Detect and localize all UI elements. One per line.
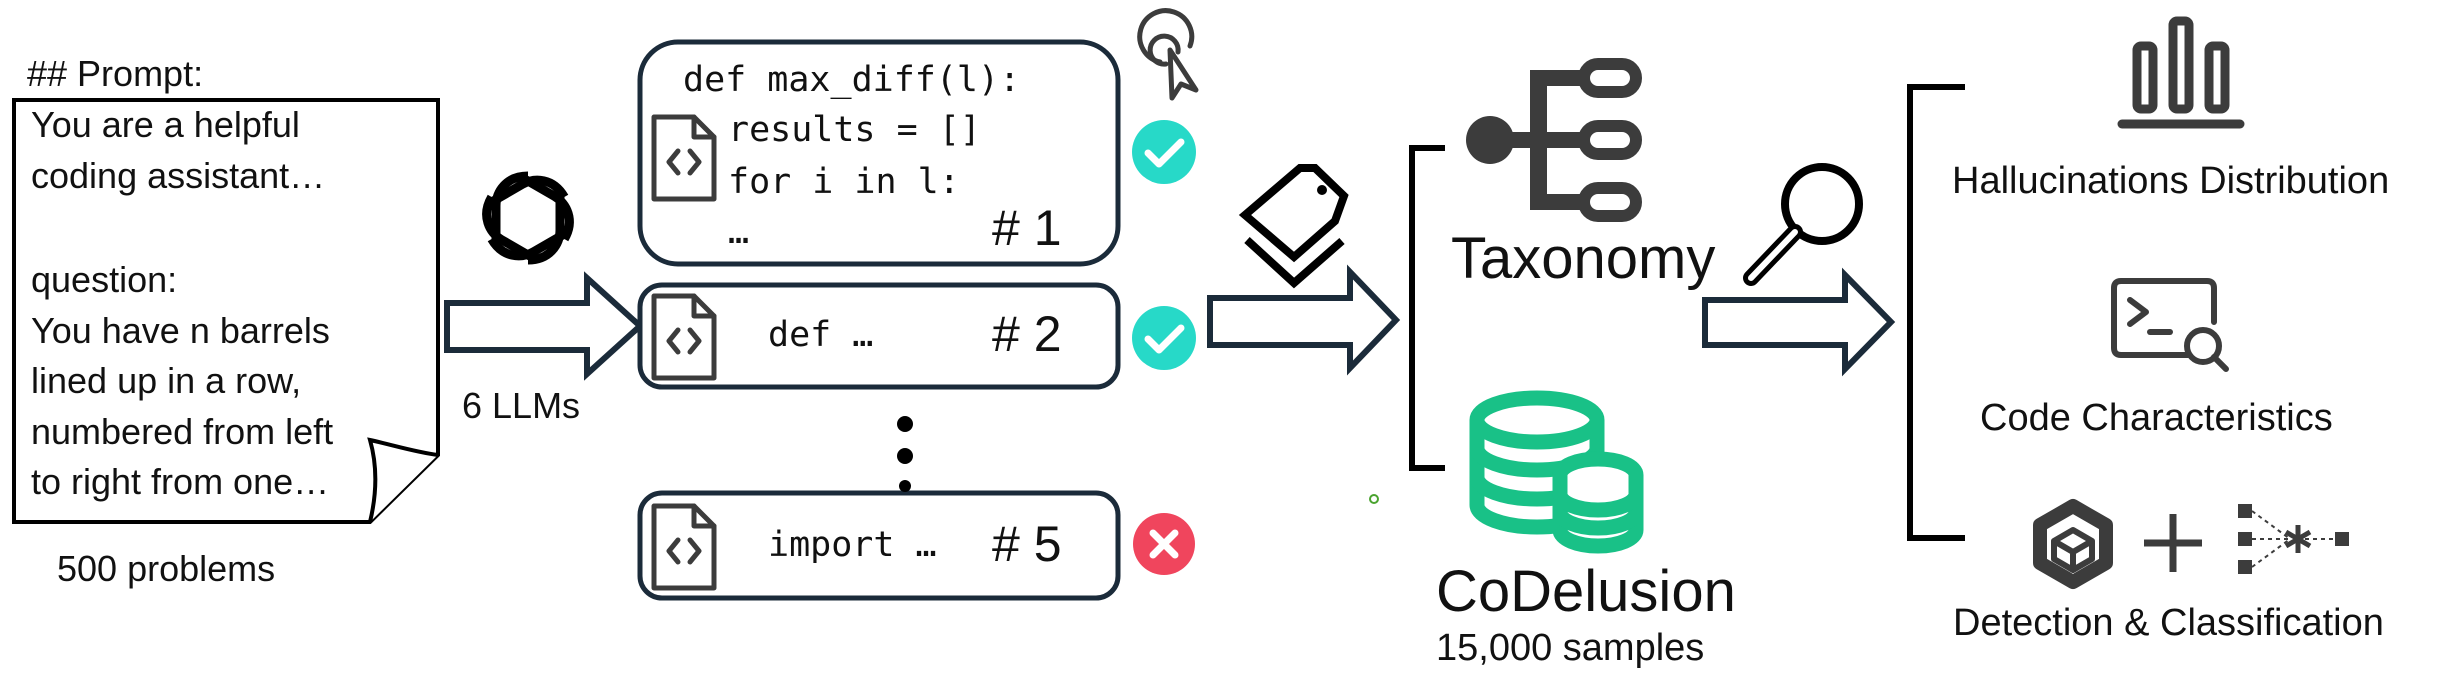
candidate-number: # 2: [992, 306, 1062, 362]
code-line: for i in l:: [728, 162, 960, 202]
database-icon: [1469, 390, 1644, 554]
prompt-line: question:: [31, 259, 178, 300]
arrow-to-analysis: [1702, 267, 1896, 377]
taxonomy-label: Taxonomy: [1451, 226, 1716, 291]
terminal-search-icon: [2111, 278, 2229, 372]
classification-icon: [2238, 504, 2349, 574]
prompt-line: You have n barrels: [31, 310, 330, 351]
dataset-name: CoDelusion: [1436, 559, 1736, 624]
code-box-5: [637, 490, 1121, 601]
code-file-icon: [651, 503, 717, 591]
prompt-line: coding assistant…: [31, 155, 326, 196]
prompt-line: numbered from left: [31, 411, 334, 452]
arrow-code-to-taxonomy: [1207, 264, 1401, 376]
prompt-page-curl: [367, 437, 439, 523]
magnifier-icon: [1743, 163, 1863, 286]
prompt-line: lined up in a row,: [31, 360, 302, 401]
code-file-icon: [651, 114, 717, 202]
code-box-2: [637, 282, 1121, 390]
analysis-label-hallucinations: Hallucinations Distribution: [1952, 160, 2390, 202]
tags-icon: [1238, 164, 1349, 289]
prompt-heading: ## Prompt:: [27, 53, 204, 94]
llm-count-label: 6 LLMs: [462, 385, 581, 426]
prompt-line: You are a helpful: [31, 104, 300, 145]
check-icon: [1132, 306, 1196, 370]
dataset-samples: 15,000 samples: [1436, 627, 1705, 669]
ellipsis-dot: [897, 448, 913, 464]
code-line: def max_diff(l):: [683, 60, 1021, 100]
problems-caption: 500 problems: [57, 548, 276, 589]
code-line: …: [728, 212, 750, 252]
bracket-left: [1409, 145, 1445, 471]
taxonomy-tree-icon: [1466, 58, 1642, 222]
arrow-prompt-to-code: [444, 271, 645, 381]
analysis-label-code-characteristics: Code Characteristics: [1980, 397, 2333, 439]
marker-dot: [1369, 494, 1379, 504]
openai-logo-icon: [482, 171, 574, 265]
code-line: def …: [768, 315, 874, 355]
candidate-number: # 5: [992, 516, 1062, 572]
analysis-label-detection: Detection & Classification: [1953, 602, 2384, 644]
code-file-icon: [651, 293, 717, 381]
cursor-click-icon: [1137, 8, 1199, 101]
code-box-1: [637, 39, 1121, 267]
candidate-number: # 1: [992, 200, 1062, 256]
code-line: import …: [768, 525, 937, 565]
code-line: results = []: [728, 110, 981, 150]
bracket-right: [1907, 84, 1965, 541]
check-icon: [1132, 120, 1196, 184]
ellipsis-dot: [899, 480, 911, 492]
bar-chart-icon: [2117, 16, 2245, 129]
prompt-line: to right from one…: [31, 461, 330, 502]
plus-icon: [2144, 514, 2202, 572]
cross-icon: [1133, 513, 1195, 575]
hexagon-model-icon: [2033, 499, 2113, 589]
ellipsis-dot: [897, 416, 913, 432]
